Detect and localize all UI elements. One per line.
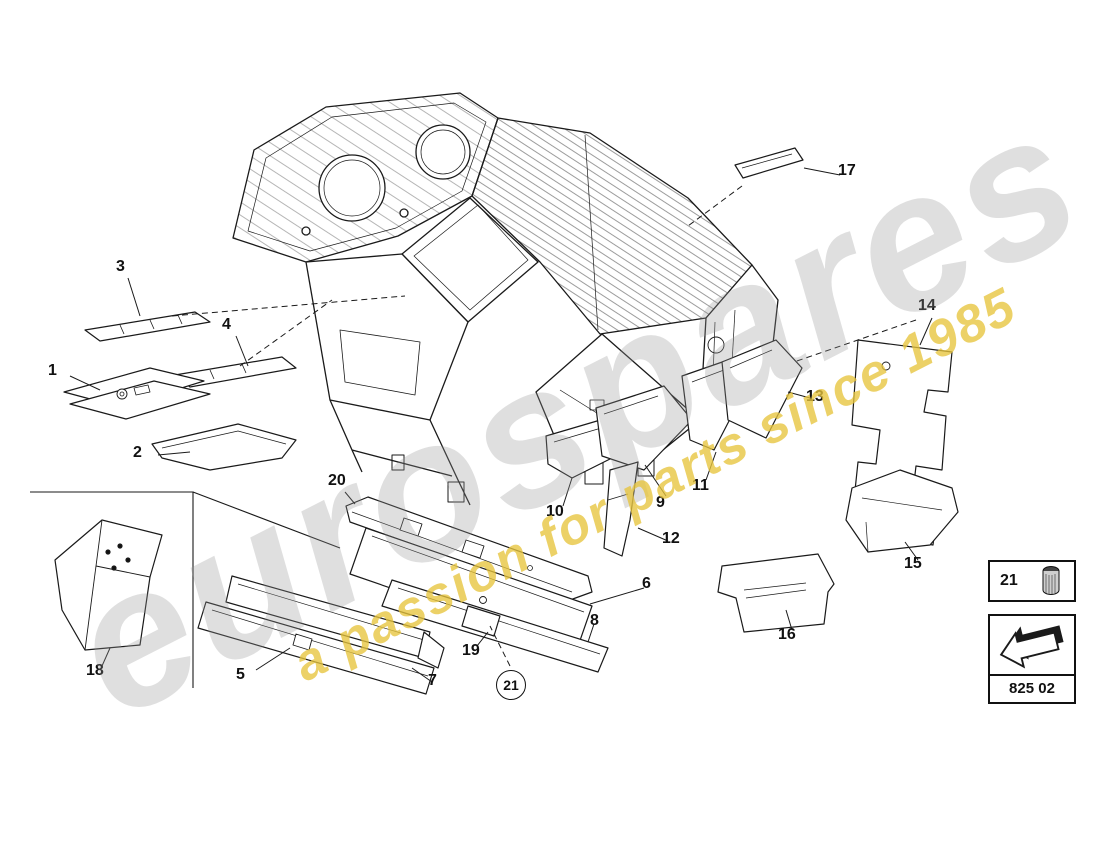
- part-shape-5: [197, 601, 435, 695]
- legend-item-box: 21: [988, 560, 1076, 602]
- callout-9: 9: [656, 494, 665, 511]
- part-panels: [54, 147, 959, 695]
- part-shape-9: [595, 385, 693, 471]
- part-shape-13: [721, 339, 803, 439]
- callout-2: 2: [133, 444, 142, 461]
- part-code: 825 02: [990, 674, 1074, 702]
- callout-1: 1: [48, 362, 57, 379]
- car-body-wireframe: [232, 92, 779, 506]
- parts-diagram-page: 1 2 3 4 5 6 7 8 9 10 11 12 13 14 15 16 1…: [30, 66, 1100, 759]
- callout-4: 4: [222, 316, 231, 333]
- callout-10: 10: [546, 503, 564, 520]
- direction-box: 825 02: [988, 614, 1076, 704]
- direction-arrow-icon: [999, 625, 1064, 669]
- part-shape-15: [845, 469, 959, 553]
- callout-21-circled: 21: [496, 670, 526, 700]
- callout-17: 17: [838, 162, 856, 179]
- part-shape-3: [84, 311, 211, 342]
- part-shape-19: [461, 596, 501, 637]
- callout-13: 13: [806, 388, 824, 405]
- part-shape-16: [717, 553, 835, 633]
- part-shape-2: [151, 423, 297, 471]
- callout-12: 12: [662, 530, 680, 547]
- callout-15: 15: [904, 555, 922, 572]
- callout-16: 16: [778, 626, 796, 643]
- leader-lines: [69, 167, 933, 683]
- callout-5: 5: [236, 666, 245, 683]
- part-shape-7: [225, 575, 445, 669]
- part-shape-1: [63, 367, 211, 420]
- part-shape-18: [54, 519, 163, 651]
- callout-3: 3: [116, 258, 125, 275]
- callout-19: 19: [462, 642, 480, 659]
- dashed-reference-lines: [171, 185, 917, 667]
- part-shape-17: [734, 147, 804, 179]
- callout-20: 20: [328, 472, 346, 489]
- legend-item-number: 21: [1000, 572, 1018, 589]
- grommet-icon: [1042, 566, 1060, 595]
- callout-18: 18: [86, 662, 104, 679]
- callout-6: 6: [642, 575, 651, 592]
- callout-8: 8: [590, 612, 599, 629]
- callout-11: 11: [692, 477, 709, 494]
- diagram-artwork: [30, 92, 959, 695]
- reference-frame-line: [30, 491, 341, 688]
- callout-7: 7: [428, 672, 437, 689]
- part-shape-12: [603, 461, 639, 557]
- callout-14: 14: [918, 297, 936, 314]
- arrow-wrap: [990, 616, 1074, 674]
- part-shape-20: [345, 496, 593, 601]
